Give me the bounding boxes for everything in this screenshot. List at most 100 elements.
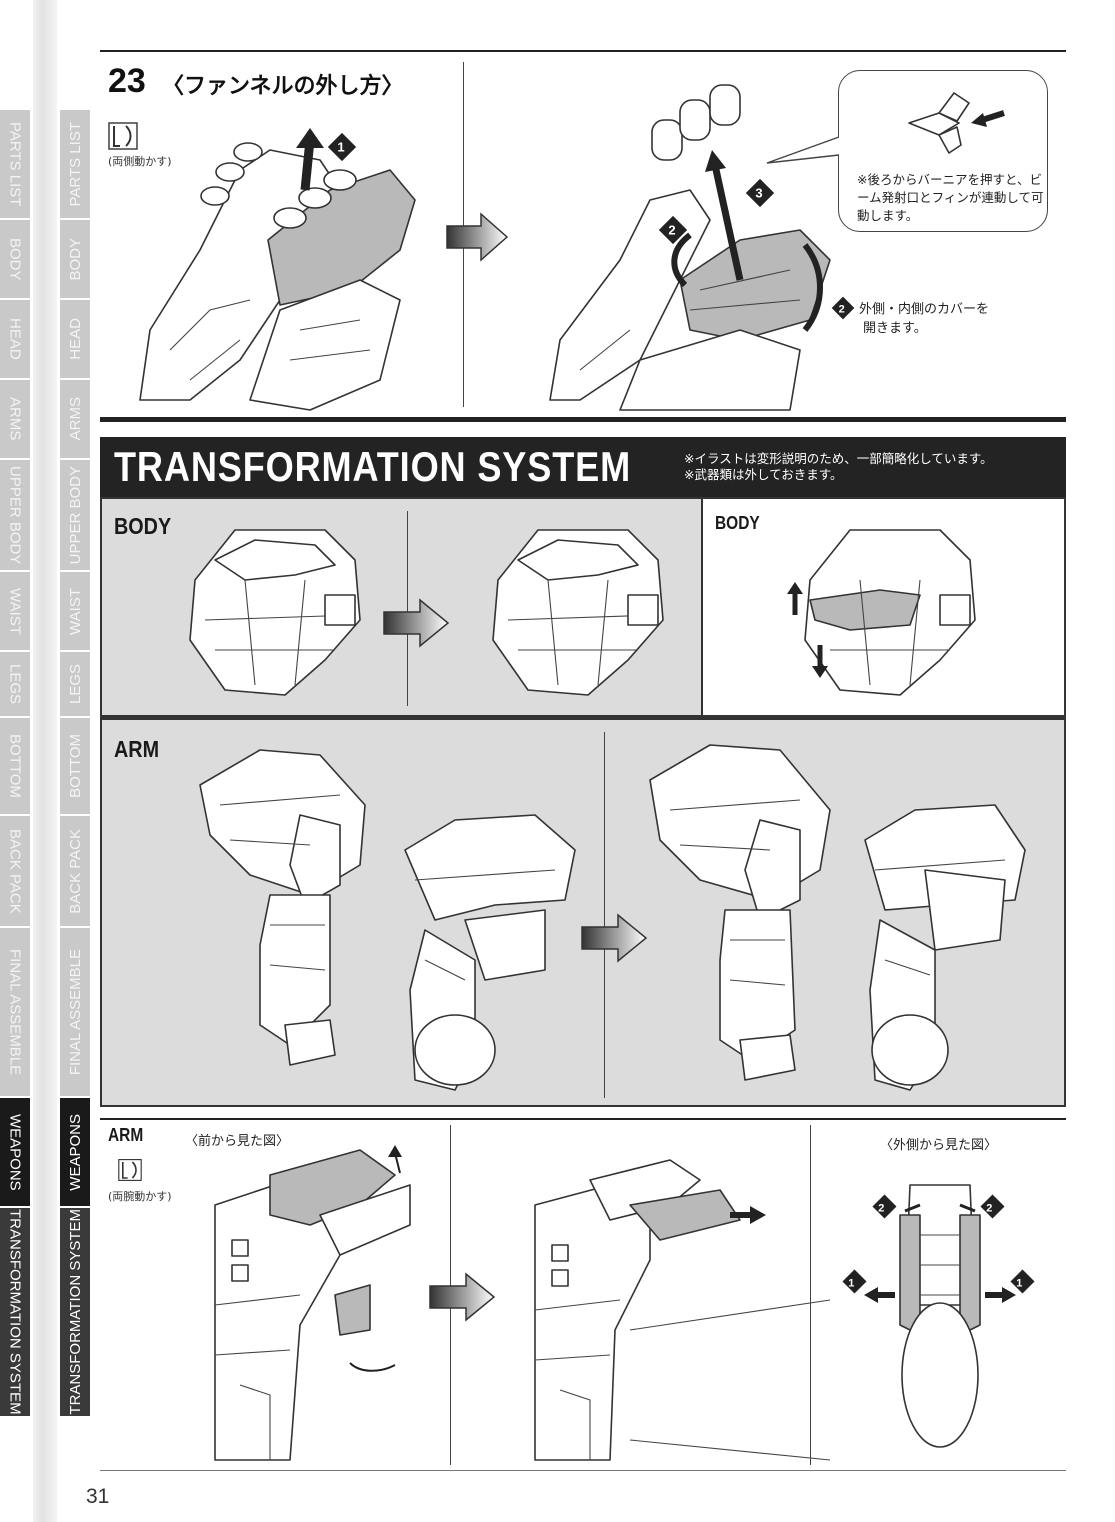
tab-label: WAIST	[66, 587, 84, 635]
tab-upper-body[interactable]: UPPER BODY	[0, 460, 30, 572]
tab-label: HEAD	[6, 318, 24, 360]
cover-note-line1: 外側・内側のカバーを	[859, 302, 990, 317]
arm-illustration-2	[404, 814, 576, 1091]
tab-label: BACK PACK	[66, 828, 84, 914]
section-rule	[100, 417, 1066, 422]
tab-weapons[interactable]: WEAPONS	[0, 1098, 30, 1208]
funnel-illustration-before	[139, 128, 416, 411]
tab-upper-body[interactable]: UPPER BODY	[60, 460, 90, 572]
tab-parts-list[interactable]: PARTS LIST	[60, 110, 90, 220]
badge-1: 1	[327, 132, 357, 162]
top-rule	[100, 50, 1066, 52]
tab-waist[interactable]: WAIST	[60, 572, 90, 652]
tab-label: LEGS	[6, 663, 24, 705]
section-title: TRANSFORMATION SYSTEM	[114, 443, 632, 490]
tab-label: PARTS LIST	[6, 121, 24, 207]
tab-arms[interactable]: ARMS	[0, 380, 30, 460]
transformation-banner: TRANSFORMATION SYSTEM ※イラストは変形説明のため、一部簡略…	[100, 437, 1066, 497]
burner-callout: ※後ろからバーニアを押すと、ビーム発射口とフィンが連動して可動します。	[838, 70, 1048, 232]
badge-2-inner: 2	[658, 215, 688, 245]
tab-label: BACK PACK	[6, 828, 24, 914]
tab-back-pack[interactable]: BACK PACK	[0, 816, 30, 928]
arm-illustration-1	[199, 749, 366, 1066]
both-arms-icon	[118, 1159, 142, 1181]
outer-view-caption: 〈外側から見た図〉	[880, 1138, 998, 1153]
callout-text: ※後ろからバーニアを押すと、ビーム発射口とフィンが連動して可動します。	[857, 172, 1044, 223]
tab-label: BODY	[66, 237, 84, 281]
outer-badge-1-right: 1	[1010, 1269, 1035, 1294]
funnel-illustration-after	[549, 84, 831, 411]
tab-head[interactable]: HEAD	[60, 300, 90, 380]
arm-divider	[604, 732, 605, 1098]
section-notes: ※イラストは変形説明のため、一部簡略化しています。 ※武器類は外しておきます。	[684, 451, 993, 483]
body-illustration-1	[189, 529, 361, 696]
arm-label: ARM	[114, 736, 160, 762]
section-tabs-right: PARTS LIST BODY HEAD ARMS UPPER BODY WAIST LEG…	[60, 110, 90, 1418]
tab-label: ARMS	[66, 397, 84, 441]
tab-legs[interactable]: LEGS	[0, 652, 30, 718]
outer-badge-2-left: 2	[872, 1194, 897, 1219]
page-number: 31	[86, 1485, 110, 1508]
arm-front-transform-arrow	[429, 1272, 496, 1322]
body-label-2: BODY	[715, 513, 760, 533]
body-illustration-3	[787, 529, 976, 696]
footer-rule	[100, 1470, 1066, 1471]
step-number: 23	[108, 62, 146, 100]
tab-label: TRANSFORMATION SYSTEM	[6, 1209, 24, 1415]
outer-badge-2-right: 2	[980, 1194, 1005, 1219]
tab-label: FINAL ASSEMBLE	[66, 948, 84, 1076]
tab-head[interactable]: HEAD	[0, 300, 30, 380]
tab-label: WEAPONS	[6, 1113, 24, 1191]
tab-arms[interactable]: ARMS	[60, 380, 90, 460]
burner-detail-illustration	[908, 92, 1005, 154]
tab-label: HEAD	[66, 318, 84, 360]
tab-bottom[interactable]: BOTTOM	[0, 718, 30, 816]
body-panel-2: BODY	[703, 497, 1066, 717]
section-tabs-left: PARTS LIST BODY HEAD ARMS UPPER BODY WAIST LEG…	[0, 110, 30, 1418]
tab-bottom[interactable]: BOTTOM	[60, 718, 90, 816]
tab-transformation-system[interactable]: TRANSFORMATION SYSTEM	[0, 1208, 30, 1418]
arm-illustration-4	[864, 804, 1026, 1091]
tab-final-assemble[interactable]: FINAL ASSEMBLE	[0, 928, 30, 1098]
body-divider	[407, 511, 408, 706]
arm-row-rule	[100, 1118, 1066, 1120]
tab-label: BODY	[6, 237, 24, 281]
tab-back-pack[interactable]: BACK PACK	[60, 816, 90, 928]
tab-label: ARMS	[6, 397, 24, 441]
tab-label: BOTTOM	[6, 734, 24, 798]
arm-illustration-3	[649, 744, 831, 1081]
tab-waist[interactable]: WAIST	[0, 572, 30, 652]
step-title: 〈ファンネルの外し方〉	[162, 74, 404, 99]
tab-parts-list[interactable]: PARTS LIST	[0, 110, 30, 220]
body-label: BODY	[114, 513, 172, 539]
tab-body[interactable]: BODY	[0, 220, 30, 300]
tab-transformation-system[interactable]: TRANSFORMATION SYSTEM	[60, 1208, 90, 1418]
badge-3: 3	[745, 178, 775, 208]
callout-pointer	[766, 136, 840, 164]
tab-label: FINAL ASSEMBLE	[6, 948, 24, 1076]
body-transform-arrow	[383, 598, 450, 648]
tab-weapons[interactable]: WEAPONS	[60, 1098, 90, 1208]
tab-label: UPPER BODY	[66, 465, 84, 565]
icon-caption: (両側動かす)	[108, 155, 172, 168]
arm-icon-caption: (両腕動かす)	[108, 1190, 172, 1203]
tab-label: PARTS LIST	[66, 121, 84, 207]
binding-spine	[33, 0, 57, 1522]
arm-row-divider-2	[810, 1125, 811, 1465]
arm-label-2: ARM	[108, 1125, 144, 1145]
tab-legs[interactable]: LEGS	[60, 652, 90, 718]
tab-label: TRANSFORMATION SYSTEM	[66, 1209, 84, 1415]
section-note-2: ※武器類は外しておきます。	[684, 467, 843, 482]
process-arrow	[446, 212, 509, 262]
tab-label: BOTTOM	[66, 734, 84, 798]
arm-outer-view-illustration	[864, 1184, 1016, 1448]
tab-final-assemble[interactable]: FINAL ASSEMBLE	[60, 928, 90, 1098]
arm-transform-arrow	[581, 913, 648, 963]
front-view-caption: 〈前から見た図〉	[185, 1134, 290, 1149]
both-sides-icon	[108, 122, 138, 150]
tab-body[interactable]: BODY	[60, 220, 90, 300]
section-note-1: ※イラストは変形説明のため、一部簡略化しています。	[684, 451, 993, 466]
tab-label: UPPER BODY	[6, 465, 24, 565]
body-illustration-2	[492, 529, 664, 696]
